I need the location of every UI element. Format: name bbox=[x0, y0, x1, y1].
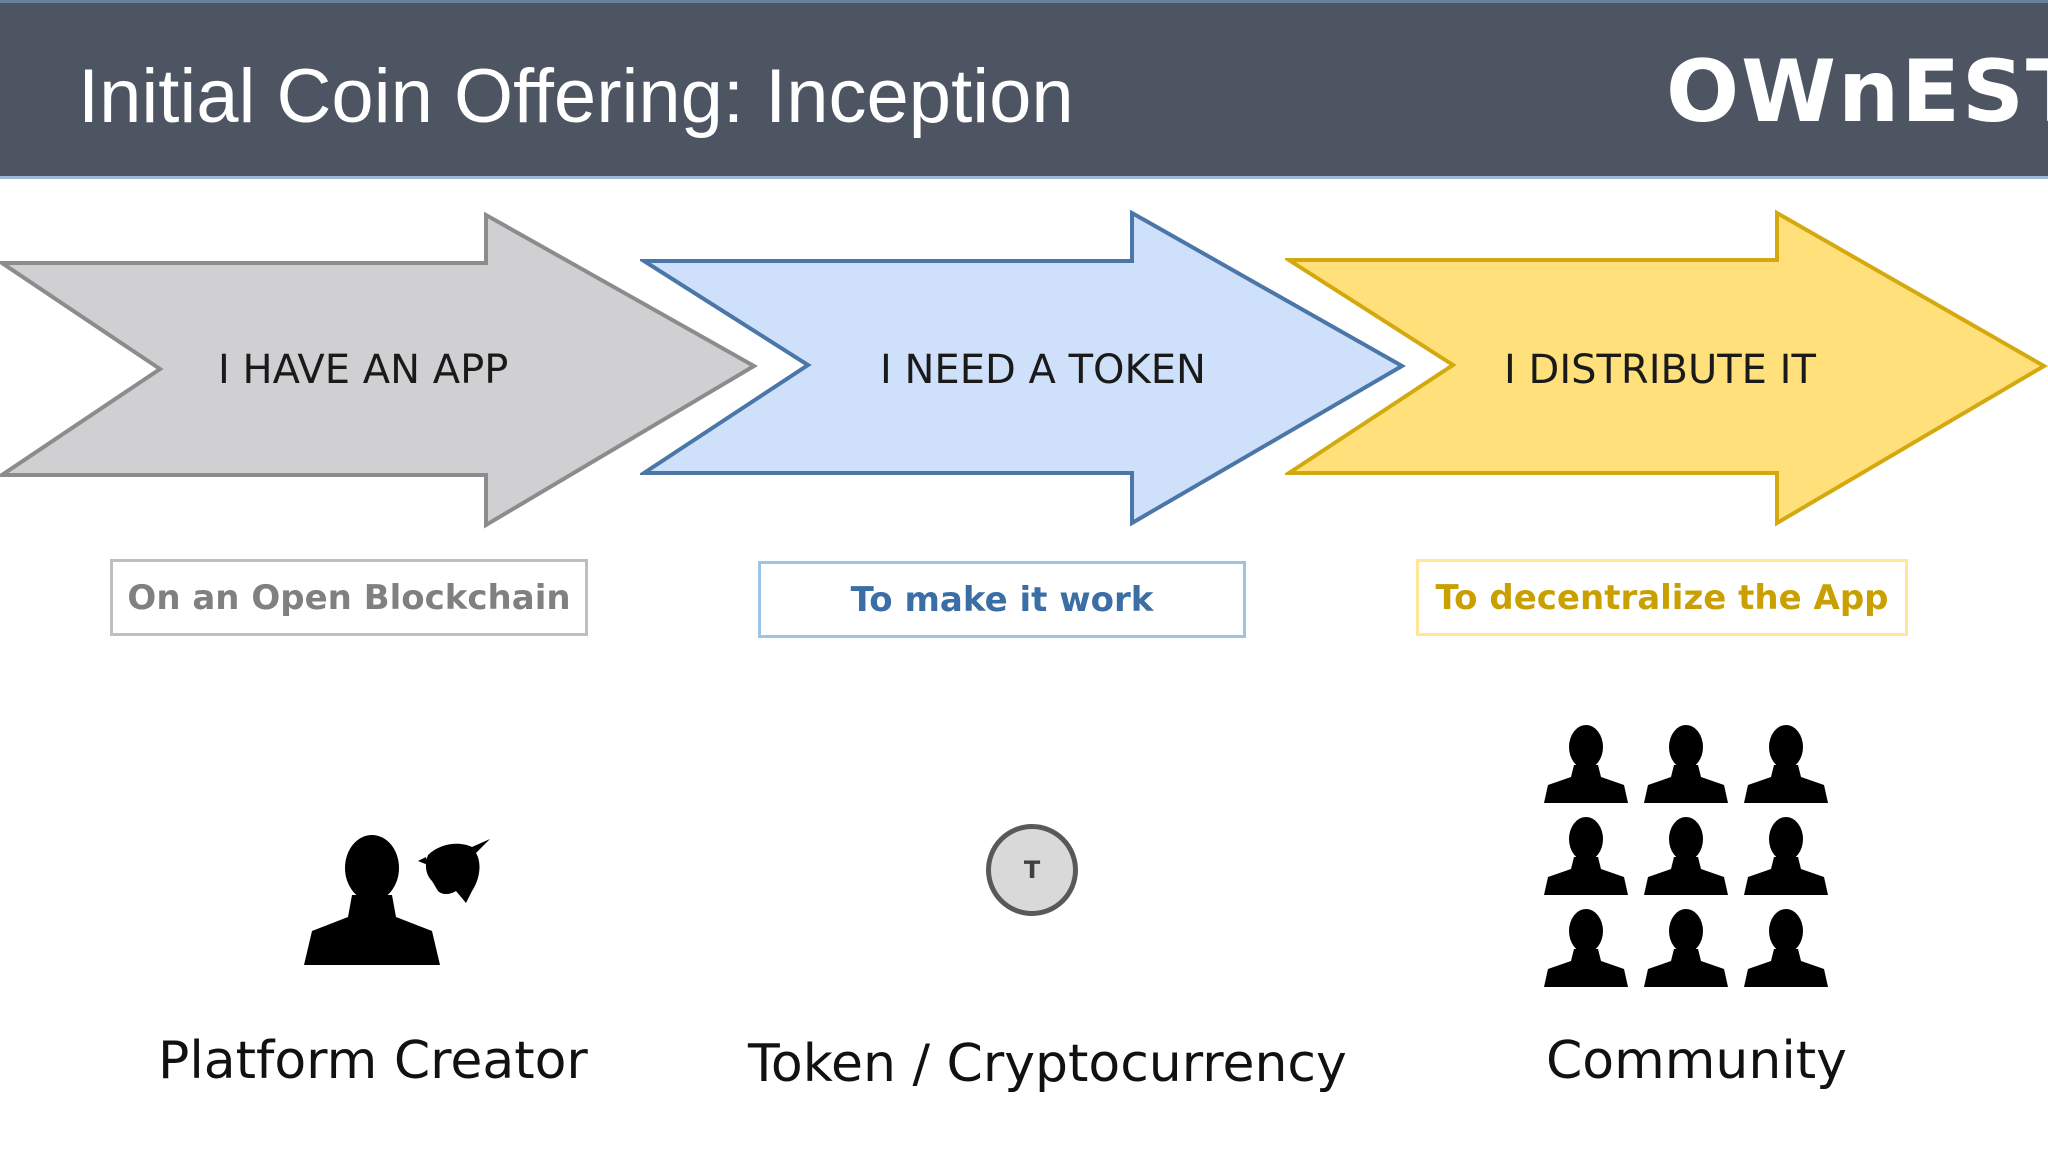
label-token-cryptocurrency: Token / Cryptocurrency bbox=[748, 1034, 1347, 1094]
step-label-have-app: I HAVE AN APP bbox=[218, 347, 509, 393]
step-arrow-distribute bbox=[1285, 209, 2048, 527]
step-label-distribute: I DISTRIBUTE IT bbox=[1504, 347, 1816, 393]
step-label-need-token: I NEED A TOKEN bbox=[880, 347, 1206, 393]
caption-open-blockchain: On an Open Blockchain bbox=[110, 559, 588, 636]
token-coin-icon: T bbox=[986, 824, 1078, 916]
step-arrow-have-app bbox=[0, 211, 758, 529]
step-arrow-need-token bbox=[640, 209, 1407, 527]
caption-make-it-work: To make it work bbox=[758, 561, 1246, 638]
header-divider bbox=[0, 176, 2048, 179]
people-group-icon bbox=[1544, 725, 1828, 987]
label-platform-creator: Platform Creator bbox=[158, 1031, 588, 1091]
header-bar: Initial Coin Offering: Inception OWnEST bbox=[0, 0, 2048, 176]
person-silhouette-icon bbox=[304, 835, 440, 965]
person-with-unicorn-icon bbox=[304, 835, 490, 965]
caption-decentralize-app: To decentralize the App bbox=[1416, 559, 1908, 636]
unicorn-head-icon bbox=[418, 839, 490, 903]
page-title: Initial Coin Offering: Inception bbox=[78, 54, 1074, 139]
label-community: Community bbox=[1546, 1031, 1847, 1091]
ownest-logo: OWnEST bbox=[1666, 42, 2048, 142]
